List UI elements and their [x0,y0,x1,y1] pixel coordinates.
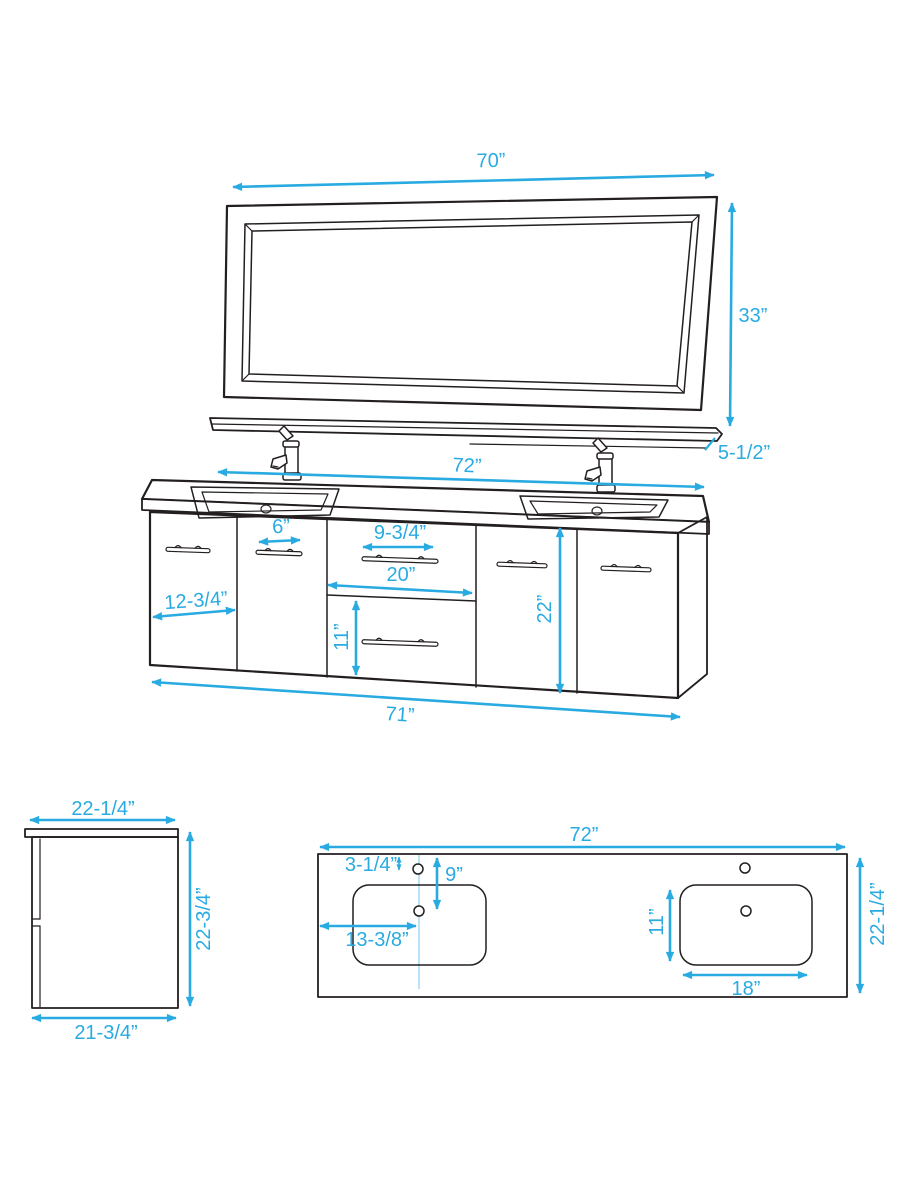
left-door-arrow [152,606,236,621]
sink-right-inner-rim [529,500,658,515]
left-drain-hole [413,905,425,917]
faucet-right-lever [592,437,608,453]
left-door-label: 12-3/4” [164,588,229,614]
mirror-bevel-inner [248,221,693,387]
mirror-width-label: 70” [476,150,505,173]
handle-mounts [610,563,642,569]
cabinet-width-arrow [151,678,681,721]
mirror-shelf [209,417,723,442]
side-bottom-depth-label: 21-3/4” [74,1022,137,1044]
handle-drawer-top [361,554,439,564]
right-drain-hole [740,905,752,917]
side-top-depth-label: 22-1/4” [71,798,134,820]
mirror-miter-top-right [691,214,700,223]
side-counter-slab [24,828,179,838]
small-door-arrow [258,536,301,546]
handle-mounts [506,559,538,565]
handle-door-right-inner [496,559,548,569]
sink-right-elevation [519,495,669,520]
mirror-height-arrow [725,202,737,427]
handle-mounts [174,545,202,550]
top-view-dimensions: 72” 3-1/4” 9” 13-3/8” 11” 18” 22-1/4” [319,824,889,1000]
handle-mounts [375,554,425,560]
drawer-width-label: 20” [387,564,416,586]
mirror-front-view: 70” 33” 5-1/2” [209,150,770,464]
mirror-miter-top-left [244,223,253,232]
faucet-inset-label: 3-1/4” [345,854,397,876]
top-drawer-handle-label: 9-3/4” [374,522,426,544]
mirror-bevel-outer [241,214,700,394]
vanity-dimensions: 72” 6” 9-3/4” 20” 12-3/4” 11” 22” 71” [151,454,705,727]
right-faucet-hole [739,862,751,874]
left-faucet-hole [412,863,424,875]
mirror-shelf-edge [211,423,719,434]
top-counter-outline [317,853,848,998]
drawer-split-line [326,594,477,602]
faucet-left [270,425,302,481]
sink-right-outer-rim [519,495,669,520]
mirror-height-label: 33” [739,305,768,327]
faucet-left-spout-opening [272,465,279,468]
mirror-dimensions: 70” 33” 5-1/2” [232,150,770,464]
handle-bar [255,549,303,557]
handle-bar [361,556,439,564]
countertop-front-face [141,498,710,535]
faucet-left-cap [282,440,300,448]
vanity-front-view: 72” 6” 9-3/4” 20” 12-3/4” 11” 22” 71” [140,425,711,727]
faucet-right-base [596,484,616,493]
drawer-width-arrow [327,581,473,597]
lower-drawer-height-label: 11” [331,623,353,650]
handle-bar [165,546,211,554]
side-cabinet-body [31,836,179,1009]
cabinet-height-label: 22” [534,595,556,624]
mirror-width-arrow [232,171,715,191]
cabinet-width-label: 71” [385,703,415,727]
small-door-label: 6” [272,516,291,539]
side-height-label: 22-3/4” [193,887,215,950]
mirror-miter-bottom-right [676,385,685,394]
handle-bar [361,639,439,647]
sink-left-inner-rim [201,491,329,513]
top-counter-width-label: 72” [570,824,599,846]
handle-bar [600,565,652,573]
sink-left-drain [260,504,272,514]
handle-door-small [255,548,303,557]
side-view: 22-1/4” 22-3/4” 21-3/4” [24,798,215,1044]
handle-bar [496,561,548,569]
faucet-left-lever [278,425,294,441]
handle-door-right-outer [600,563,652,573]
countertop-top-view: 72” 3-1/4” 9” 13-3/8” 11” 18” 22-1/4” [317,824,889,1000]
faucet-left-spout [270,454,288,470]
faucet-to-drain-label: 9” [445,864,463,886]
handle-mounts [375,637,425,643]
sink-depth-label: 11” [646,908,668,935]
handle-drawer-bottom [361,637,439,647]
handle-mounts [264,548,294,553]
side-view-dimensions: 22-1/4” 22-3/4” 21-3/4” [29,798,215,1044]
sink-right-drain [591,506,603,516]
mirror-shelf-tick [704,437,716,451]
mirror-miter-bottom-left [241,373,250,382]
mirror-shelf-depth-label: 5-1/2” [718,442,770,464]
sink-width-label: 18” [732,978,761,1000]
cabinet-side-panel [677,516,708,699]
sink-center-label: 13-3/8” [345,929,408,951]
counter-width-arrow [217,468,705,491]
mirror-outer-frame [222,195,719,412]
mirror-shelf-shadow [469,443,707,449]
top-counter-depth-label: 22-1/4” [867,882,889,945]
counter-width-label: 72” [452,454,482,477]
handle-door-left [165,545,211,554]
faucet-right-cap [596,452,614,460]
right-sink-cutout [679,884,813,966]
